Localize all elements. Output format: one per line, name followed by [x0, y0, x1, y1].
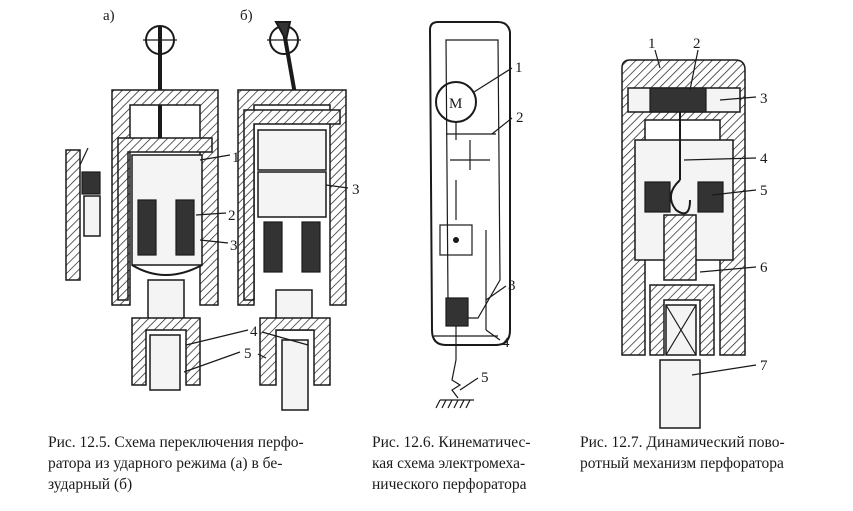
figure-12-5-callouts: 1 2 3 3 4 5 — [183, 150, 360, 373]
callout-12-7-6: 6 — [760, 260, 768, 276]
figure-12-7-callouts: 1 2 3 4 5 6 7 — [648, 36, 768, 376]
callout-12-5-1: 1 — [232, 150, 240, 166]
caption-figure-12-7: Рис. 12.7. Динамический пово- ротный мех… — [580, 432, 850, 474]
callout-12-6-4: 4 — [502, 335, 510, 351]
figure-12-6-callouts: 1 2 3 4 5 — [459, 60, 524, 391]
figure-12-5-drawing: а) б) — [65, 8, 360, 411]
subfigure-label-b: б) — [240, 8, 253, 24]
perforator-variant-a — [65, 25, 219, 391]
caption-line: ратора из ударного режима (а) в бе- — [48, 455, 283, 472]
callout-12-7-2: 2 — [693, 36, 701, 52]
callout-12-6-2: 2 — [516, 110, 524, 126]
caption-line: Рис. 12.7. Динамический пово- — [580, 434, 785, 451]
callout-12-5-5: 5 — [244, 346, 252, 362]
caption-line: Рис. 12.5. Схема переключения перфо- — [48, 434, 304, 451]
figure-diagrams: а) б) — [65, 8, 768, 429]
caption-figure-12-5: Рис. 12.5. Схема переключения перфо- рат… — [48, 432, 366, 495]
caption-line: ротный механизм перфоратора — [580, 455, 784, 472]
callout-12-7-7: 7 — [760, 358, 768, 374]
callout-12-7-3: 3 — [760, 91, 768, 107]
callout-12-7-4: 4 — [760, 151, 768, 167]
callout-12-7-5: 5 — [760, 183, 768, 199]
caption-figure-12-6: Рис. 12.6. Кинематичес- кая схема электр… — [372, 432, 572, 495]
caption-line: кая схема электромеха- — [372, 455, 526, 472]
caption-line: Рис. 12.6. Кинематичес- — [372, 434, 531, 451]
figure-12-7-drawing: 1 2 3 4 5 6 7 — [621, 36, 768, 429]
figure-12-6-drawing: М 1 2 3 4 5 — [428, 21, 524, 409]
callout-12-7-1: 1 — [648, 36, 656, 52]
callout-12-5-3b: 3 — [352, 182, 360, 198]
callout-12-5-4: 4 — [250, 324, 258, 340]
caption-line: нического перфоратора — [372, 476, 527, 493]
callout-12-5-3a: 3 — [230, 238, 238, 254]
subfigure-label-a: а) — [103, 8, 115, 24]
perforator-variant-b — [237, 21, 347, 411]
callout-12-6-1: 1 — [515, 60, 523, 76]
callout-12-6-3: 3 — [508, 278, 516, 294]
callout-12-5-2: 2 — [228, 208, 236, 224]
caption-line: зударный (б) — [48, 476, 133, 493]
motor-label: М — [449, 96, 462, 112]
callout-12-6-5: 5 — [481, 370, 489, 386]
